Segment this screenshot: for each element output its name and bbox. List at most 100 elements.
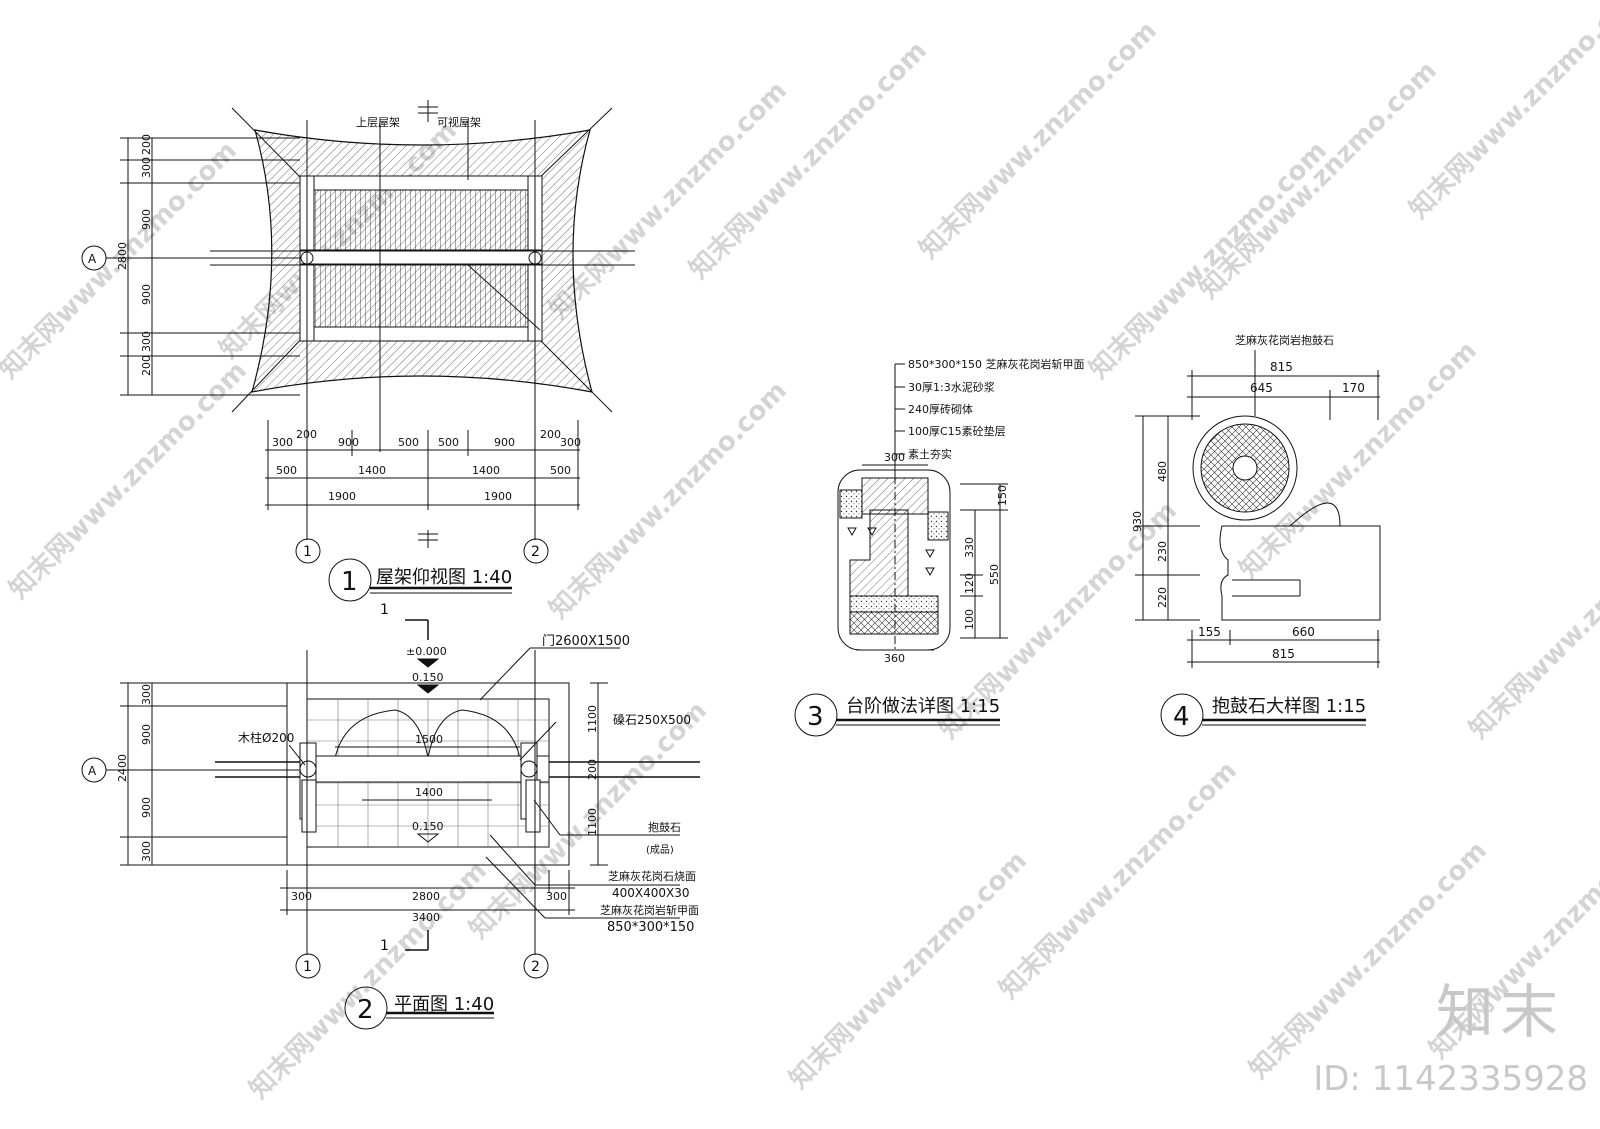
watermark-text: 知末网www.znzmo.com (914, 16, 1163, 265)
dim-row3-0: 1900 (328, 490, 356, 503)
dim-row1-3: 500 (398, 436, 419, 449)
watermark-text: 知末网www.znzmo.com (994, 756, 1243, 1005)
dim-left-total: 2800 (116, 242, 129, 270)
view3-texts: 850*300*150 芝麻灰花岗岩斩甲面 30厚1:3水泥砂浆 240厚砖砌体… (807, 357, 1084, 732)
dim-left-0: 480 (1156, 461, 1169, 482)
dim-row1-6: 200 (540, 428, 561, 441)
post-label: 木柱Ø200 (238, 730, 294, 745)
label-roof-visible: 可视屋架 (437, 115, 481, 129)
note-2: 240厚砖砌体 (908, 402, 973, 416)
axis-2-label: 2 (531, 959, 540, 975)
view2-number: 2 (357, 995, 374, 1025)
dim-left-3: 300 (140, 841, 153, 862)
dim-right-1: 330 (963, 537, 976, 558)
dim-row2-0: 500 (276, 464, 297, 477)
axis-2-label: 2 (531, 544, 540, 560)
dim-left-2: 900 (140, 797, 153, 818)
dim-bottom-total: 815 (1272, 647, 1295, 661)
dim-row1-7: 300 (560, 436, 581, 449)
view4-texts: 芝麻灰花岗岩抱鼓石 815 645 170 480 230 220 930 15… (1131, 333, 1366, 732)
dim-left-5: 200 (140, 355, 153, 376)
dim-right-0: 150 (996, 485, 1009, 506)
dim-left-0: 300 (140, 684, 153, 705)
brand-id: ID: 1142335928 (1313, 1059, 1588, 1099)
dim-left-3: 900 (140, 284, 153, 305)
dim-right-0: 1100 (586, 705, 599, 733)
watermark-text: 知末网www.znzmo.com (244, 856, 493, 1105)
dim-bottom-total: 3400 (412, 911, 440, 924)
dim-bottom-0: 300 (291, 890, 312, 903)
dim-right-1: 200 (586, 759, 599, 780)
dim-bottom-1: 2800 (412, 890, 440, 903)
watermark-text: 知末网www.znzmo.com (1084, 136, 1333, 385)
view3-title: 台阶做法详图 1:15 (846, 696, 1000, 717)
dim-top: 300 (884, 451, 905, 464)
paving2-size: 850*300*150 (607, 920, 694, 935)
label-roof-upper: 上层屋架 (356, 116, 400, 129)
dim-right-b: 550 (988, 564, 1001, 585)
dim-left-0: 200 (140, 134, 153, 155)
paving1-size: 400X400X30 (612, 886, 690, 900)
brand-logo: 知末 (1435, 978, 1564, 1046)
elev-top: ±0.000 (406, 645, 447, 658)
dim-inner-1: 1500 (415, 733, 443, 746)
dim-row1-1: 200 (296, 428, 317, 441)
dim-top-0: 645 (1250, 381, 1273, 395)
view4-drum-stone (1135, 350, 1381, 737)
section-mark-top: 1 (380, 602, 389, 618)
dim-row1-2: 900 (338, 436, 359, 449)
note-0: 850*300*150 芝麻灰花岗岩斩甲面 (908, 357, 1084, 371)
section-mark-bottom: 1 (380, 938, 389, 954)
axis-a-label: A (88, 252, 97, 266)
view1-texts: 上层屋架 可视屋架 A 1 2 200 300 900 900 300 200 … (88, 115, 581, 597)
dim-row1-4: 500 (438, 436, 459, 449)
watermark-text: 知末网www.znzmo.com (544, 376, 793, 625)
dim-left-4: 300 (140, 331, 153, 352)
note-3: 100厚C15素砼垫层 (908, 424, 1006, 438)
elev-bot: 0.150 (412, 820, 444, 833)
dim-right-2: 120 (963, 573, 976, 594)
dim-top-total: 815 (1270, 360, 1293, 374)
paving1-label: 芝麻灰花岗石烧面 (608, 869, 696, 883)
dim-left-1: 230 (1156, 541, 1169, 562)
dim-row3-1: 1900 (484, 490, 512, 503)
dim-left-2: 220 (1156, 587, 1169, 608)
dim-right-2: 1100 (586, 808, 599, 836)
view4-number: 4 (1173, 702, 1190, 732)
dim-top-1: 170 (1342, 381, 1365, 395)
view2-title: 平面图 1:40 (394, 994, 494, 1015)
stone-label: 磉石250X500 (613, 713, 691, 727)
dim-row1-5: 900 (494, 436, 515, 449)
dim-bottom-2: 300 (546, 890, 567, 903)
note-4: 素土夯实 (908, 447, 952, 461)
view2-floor-plan (81, 619, 700, 1030)
dim-left-2: 900 (140, 209, 153, 230)
dim-row1-0: 300 (272, 436, 293, 449)
view1-number: 1 (341, 567, 358, 597)
dim-inner-2: 1400 (415, 786, 443, 799)
dim-row2-2: 1400 (472, 464, 500, 477)
dim-left-1: 900 (140, 724, 153, 745)
dim-row2-1: 1400 (358, 464, 386, 477)
dim-bottom-0: 155 (1198, 625, 1221, 639)
dim-row2-3: 500 (550, 464, 571, 477)
dim-left-1: 300 (140, 157, 153, 178)
watermark-text: 知末网www.znzmo.com (1404, 0, 1600, 225)
dim-right-3: 100 (963, 609, 976, 630)
axis-1-label: 1 (303, 544, 312, 560)
view3-step-detail (794, 363, 1008, 737)
view3-number: 3 (807, 702, 824, 732)
elev-mid: 0.150 (412, 671, 444, 684)
dim-bottom-1: 660 (1292, 625, 1315, 639)
paving2-label: 芝麻灰花岗岩斩甲面 (600, 903, 699, 917)
drum-note: (成品) (646, 844, 674, 856)
watermark-layer: 知末网www.znzmo.com知末网www.znzmo.com知末网www.z… (0, 0, 1600, 1105)
view1-roof-plan (81, 100, 635, 602)
note-1: 30厚1:3水泥砂浆 (908, 380, 995, 394)
view1-title: 屋架仰视图 1:40 (376, 567, 512, 588)
dim-bottom: 360 (884, 652, 905, 665)
drum-stone-label: 芝麻灰花岗岩抱鼓石 (1235, 333, 1334, 347)
watermark-text: 知末网www.znzmo.com (1464, 496, 1600, 745)
dim-left-total: 930 (1131, 511, 1144, 532)
